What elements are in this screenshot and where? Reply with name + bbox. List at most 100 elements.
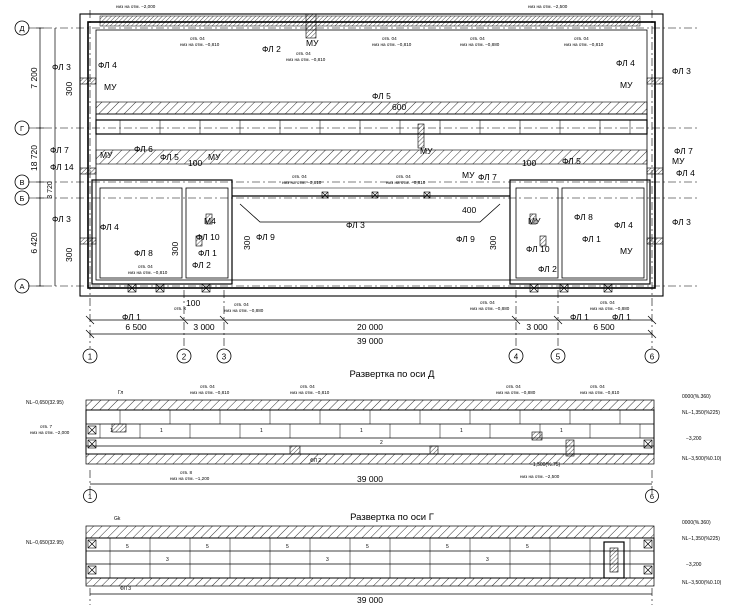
axis-label-2: 2: [182, 353, 187, 362]
label-300-c: 300: [242, 236, 252, 250]
label-300-d: 300: [488, 236, 498, 250]
label-mu-4: МУ: [306, 38, 319, 48]
label-fl6: ФЛ 6: [134, 144, 153, 154]
label-fl10-left: ФЛ 10: [196, 232, 220, 242]
dim-3720: 3 720: [47, 181, 54, 199]
axis-label-v: В: [19, 178, 24, 187]
section-d-crosses: [87, 425, 653, 449]
axis-bubbles-y: Д Г В Б А: [14, 20, 30, 294]
axis-label-6: 6: [650, 353, 655, 362]
section-d-n2000: низ на отм. −2,000: [30, 430, 70, 435]
note-otv04-11: отв. 04: [600, 300, 615, 305]
section-d-note-8: низ на отм. −0,810: [580, 390, 620, 395]
label-fl4-right: ФЛ 4: [614, 220, 633, 230]
label-fl3-left-top: ФЛ 3: [52, 62, 71, 72]
section-g-opening: [603, 541, 625, 579]
section-d-note-6: низ на отм. −0,880: [496, 390, 536, 395]
section-d-level-r1: 0000(%.360): [682, 394, 711, 400]
label-fl8-right: ФЛ 8: [574, 212, 593, 222]
note-n810-3: низ на отм. −0,810: [564, 42, 604, 47]
label-fl9-right: ФЛ 9: [456, 234, 475, 244]
strip-fl5-top: [95, 101, 648, 115]
dim-6500-right: 6 500: [593, 322, 615, 332]
label-fl2-right: ФЛ 2: [538, 264, 557, 274]
axis-label-5: 5: [556, 353, 561, 362]
note-n880-2: низ на отм. −0,880: [224, 308, 264, 313]
section-d-block-1b: 1: [160, 428, 163, 434]
section-g-body: [85, 537, 655, 579]
note-n810-4: низ на отм. −0,810: [286, 57, 326, 62]
label-mu-1: МУ: [104, 82, 117, 92]
section-d-block-1e: 1: [460, 428, 463, 434]
section-d-block-1c: 1: [260, 428, 263, 434]
label-fl3-right: ФЛ 3: [672, 217, 691, 227]
section-d-gr: Гл: [118, 390, 123, 396]
section-d-fl2: ФЛ 2: [310, 458, 321, 464]
label-600: 600: [392, 102, 406, 112]
label-fl1-bottom-right: ФЛ 1: [570, 312, 589, 322]
label-fl7-mid: ФЛ 7: [478, 172, 497, 182]
label-fl7-right: ФЛ 7: [674, 146, 693, 156]
label-mu-8: МУ: [462, 170, 475, 180]
column-blocks: [79, 13, 664, 247]
section-g: Развертка по оси Г Gk NL−0,650(32.95) 00…: [26, 512, 722, 605]
section-g-block-3b: 3: [326, 557, 329, 563]
room-right-inner: [561, 187, 645, 279]
axis-label-4: 4: [514, 353, 519, 362]
label-fl3-right-top: ФЛ 3: [672, 66, 691, 76]
section-g-block-3c: 3: [486, 557, 489, 563]
note-n810-1: низ на отм. −0,810: [180, 42, 220, 47]
outer-foundation-edge: [79, 13, 664, 297]
section-d-otv8: отв. 8: [180, 470, 193, 475]
note-otv04-10: отв. 04: [480, 300, 495, 305]
section-g-bottom-hatch: [85, 577, 655, 587]
left-dim-chain: [36, 27, 56, 287]
section-d-level-r2: NL−1,350(%225): [682, 410, 720, 416]
section-d-blocks: [111, 423, 575, 457]
strip-fl5-mid: [95, 113, 648, 121]
label-mu-10: МУ: [528, 216, 541, 226]
note-otvk: отв. К: [174, 306, 187, 311]
note-otv04-4: отв. 04: [574, 36, 589, 41]
label-fl2-top: ФЛ 2: [262, 44, 281, 54]
label-mu-3: МУ: [420, 146, 433, 156]
dim-total: 39 000: [357, 336, 383, 346]
section-g-level-left: NL−0,650(32.95): [26, 540, 64, 546]
section-g-level-r1: 0000(%.360): [682, 520, 711, 526]
section-d-axis-6: 6: [650, 492, 654, 501]
section-g-dim: 39 000: [357, 595, 383, 605]
axis-label-1: 1: [88, 353, 93, 362]
note-n2000-top: низ на отм. −2,000: [116, 4, 156, 9]
room-left-narrow: [185, 187, 229, 279]
label-fl1-bottom-right-b: ФЛ 1: [612, 312, 631, 322]
note-n810-2: низ на отм. −0,810: [372, 42, 412, 47]
label-300-b: 300: [64, 248, 74, 262]
section-d-block-2: 2: [380, 440, 383, 446]
section-g-top-hatch: [85, 525, 655, 539]
section-d-joints: [99, 410, 641, 438]
section-d-block-1d: 1: [360, 428, 363, 434]
section-g-block-5d: 5: [366, 544, 369, 550]
section-d-axis-1: 1: [88, 492, 92, 501]
dim-6420: 6 420: [29, 232, 39, 254]
strip-fl5-bottom: [95, 119, 648, 135]
section-g-crosses: [87, 539, 653, 575]
section-g-block-5b: 5: [206, 544, 209, 550]
section-g-opening-fill: [609, 547, 619, 573]
label-fl3-mid: ФЛ 3: [346, 220, 365, 230]
axis-lines: [28, 10, 700, 348]
section-d-level-r4: NL−3,500(%0.10): [682, 456, 722, 462]
label-400: 400: [462, 205, 476, 215]
note-otv04-2: отв. 04: [382, 36, 397, 41]
section-d-note-2: низ на отм. −0,810: [190, 390, 230, 395]
label-300-e: 300: [170, 242, 180, 256]
dimension-texts: 6 500 3 000 20 000 3 000 6 500 39 000 7 …: [29, 67, 615, 346]
plan: 1 2 3 4 5 6 Д Г В Б А 6 500 3 000 20 000…: [14, 4, 700, 364]
label-fl5-top: ФЛ 5: [372, 91, 391, 101]
note-n810-6: низ на отм. −0,810: [386, 180, 426, 185]
section-d-n2500: низ на отм. −2,500: [520, 474, 560, 479]
axis-label-d: Д: [19, 24, 24, 33]
label-fl3-left: ФЛ 3: [52, 214, 71, 224]
note-otv04-6: отв. 04: [292, 174, 307, 179]
